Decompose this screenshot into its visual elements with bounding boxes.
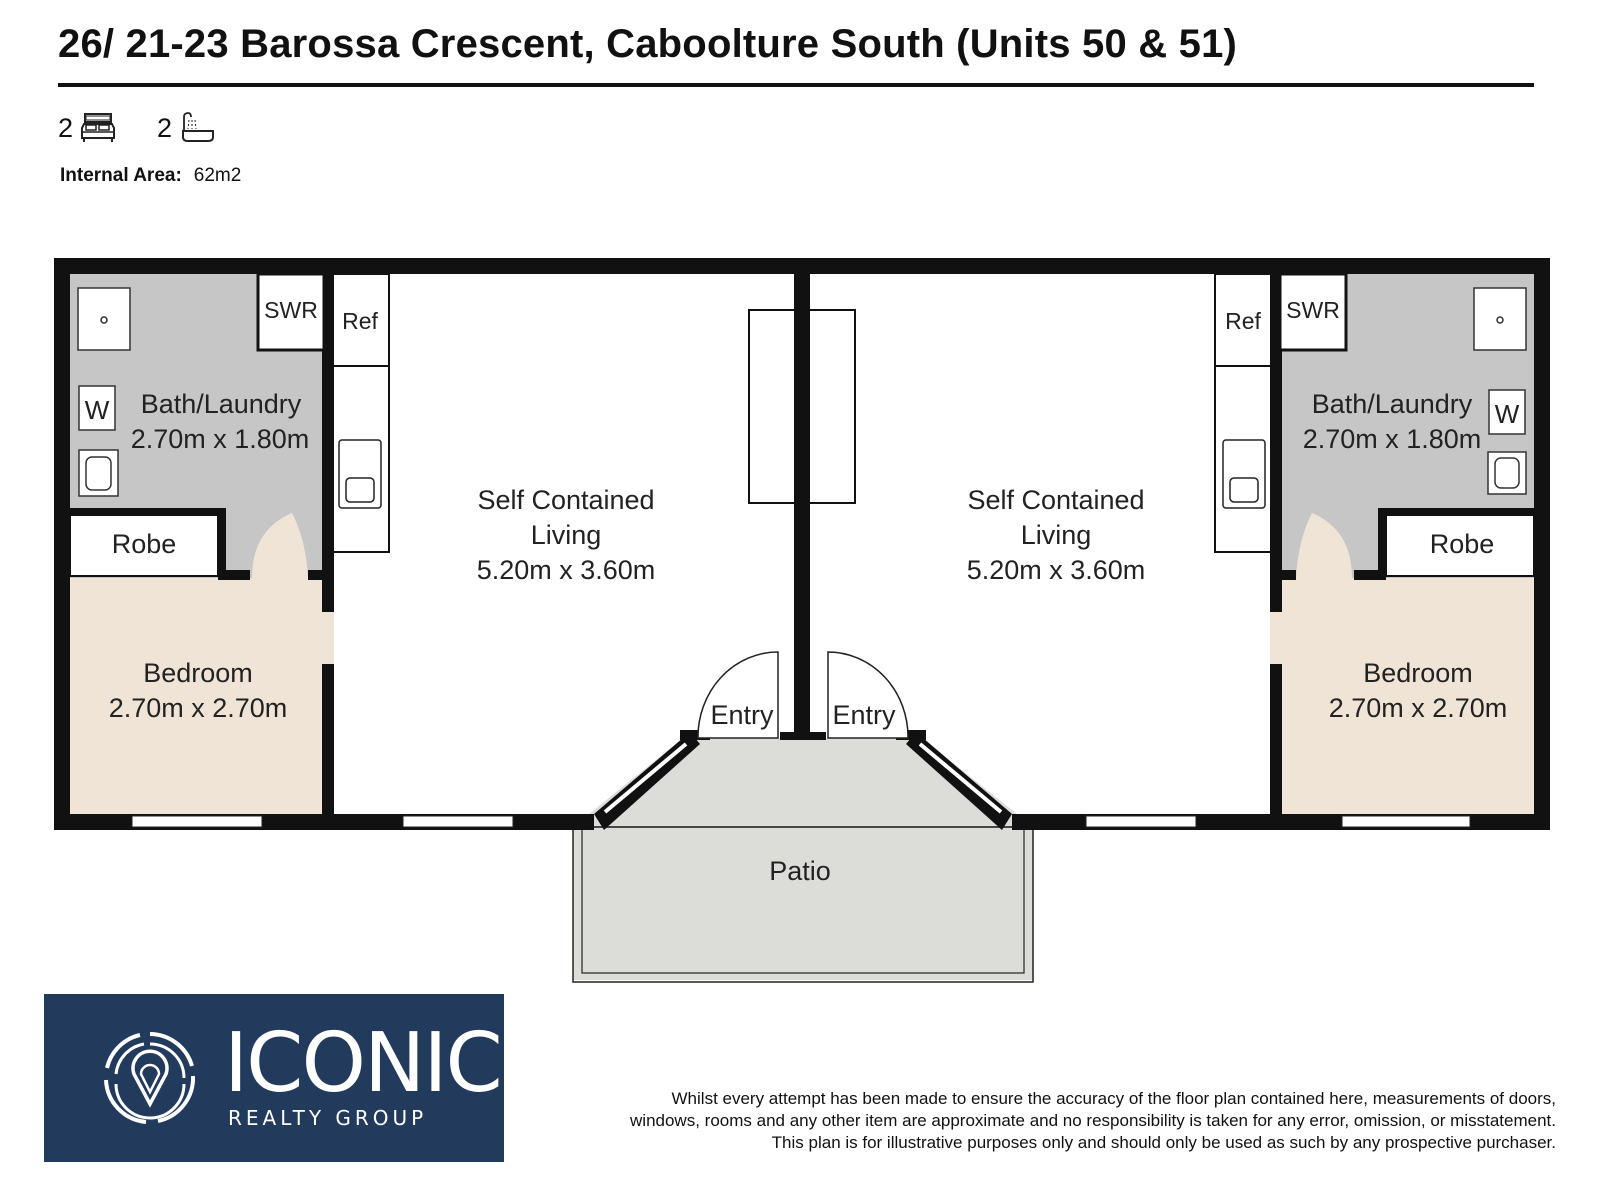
- left-bedroom-size: 2.70m x 2.70m: [109, 693, 288, 723]
- bed-icon: [81, 113, 116, 142]
- bathroom-count: 2: [157, 111, 216, 145]
- left-unit: SWR W Bath/Laundry 2.70m x 1.80m Robe Be…: [69, 272, 656, 814]
- bedroom-count: 2: [58, 112, 117, 144]
- page-title: 26/ 21-23 Barossa Crescent, Caboolture S…: [58, 22, 1238, 66]
- entry-label-left: Entry: [710, 700, 774, 730]
- entry-door-right[interactable]: Entry: [827, 651, 909, 739]
- property-stats: 2 2: [58, 108, 256, 148]
- left-bedroom-room: [70, 578, 326, 814]
- title-divider: [58, 83, 1534, 87]
- entry-door-left[interactable]: Entry: [697, 651, 779, 739]
- center-cabinets: [748, 309, 856, 504]
- agency-logo: ICONIC REALTY GROUP: [44, 994, 504, 1162]
- left-robe-label: Robe: [112, 529, 177, 559]
- left-living-size: 5.20m x 3.60m: [477, 555, 656, 585]
- right-bath-label: Bath/Laundry: [1312, 389, 1473, 419]
- left-bath-label: Bath/Laundry: [141, 389, 302, 419]
- right-living-label-1: Self Contained: [967, 485, 1144, 515]
- right-bath-size: 2.70m x 1.80m: [1303, 424, 1482, 454]
- left-bedroom-label: Bedroom: [143, 658, 253, 688]
- location-pin-icon: [104, 1032, 196, 1124]
- bathroom-count-value: 2: [157, 112, 173, 143]
- bath-icon: [182, 112, 215, 142]
- left-bath-size: 2.70m x 1.80m: [131, 424, 310, 454]
- left-ref-label: Ref: [342, 308, 378, 334]
- right-living-label-2: Living: [1021, 520, 1092, 550]
- entry-label-right: Entry: [832, 700, 896, 730]
- internal-area-label: Internal Area:: [60, 165, 182, 186]
- disclaimer: Whilst every attempt has been made to en…: [556, 1088, 1556, 1154]
- disclaimer-line-1: Whilst every attempt has been made to en…: [671, 1089, 1556, 1108]
- internal-area-value: 62m2: [193, 165, 242, 186]
- right-robe-label: Robe: [1430, 529, 1495, 559]
- right-bedroom-size: 2.70m x 2.70m: [1329, 693, 1508, 723]
- disclaimer-line-2: windows, rooms and any other item are ap…: [630, 1111, 1556, 1130]
- left-washer-icon: W: [78, 385, 116, 431]
- right-living-size: 5.20m x 3.60m: [967, 555, 1146, 585]
- right-swr-label: SWR: [1286, 297, 1340, 323]
- left-living-label-1: Self Contained: [477, 485, 654, 515]
- svg-text:W: W: [85, 395, 110, 425]
- right-ref-label: Ref: [1225, 308, 1261, 334]
- right-bedroom-room: [1278, 578, 1534, 814]
- right-washer-icon: W: [1488, 389, 1526, 435]
- logo-wordmark: ICONIC: [224, 1016, 503, 1111]
- bedroom-count-value: 2: [58, 112, 74, 143]
- internal-area: Internal Area: 62m2: [60, 165, 241, 187]
- logo-subtitle: REALTY GROUP: [228, 1106, 428, 1130]
- disclaimer-line-3: This plan is for illustrative purposes o…: [771, 1133, 1556, 1152]
- angled-entry-walls: [594, 730, 1012, 830]
- right-unit: SWR W Bath/Laundry 2.70m x 1.80m Robe Be…: [967, 272, 1535, 814]
- left-living-label-2: Living: [531, 520, 602, 550]
- windows: [131, 815, 1471, 828]
- left-swr-label: SWR: [264, 297, 318, 323]
- patio-label: Patio: [769, 856, 831, 886]
- right-bedroom-label: Bedroom: [1363, 658, 1473, 688]
- svg-text:W: W: [1495, 399, 1520, 429]
- patio-area: [572, 738, 1034, 983]
